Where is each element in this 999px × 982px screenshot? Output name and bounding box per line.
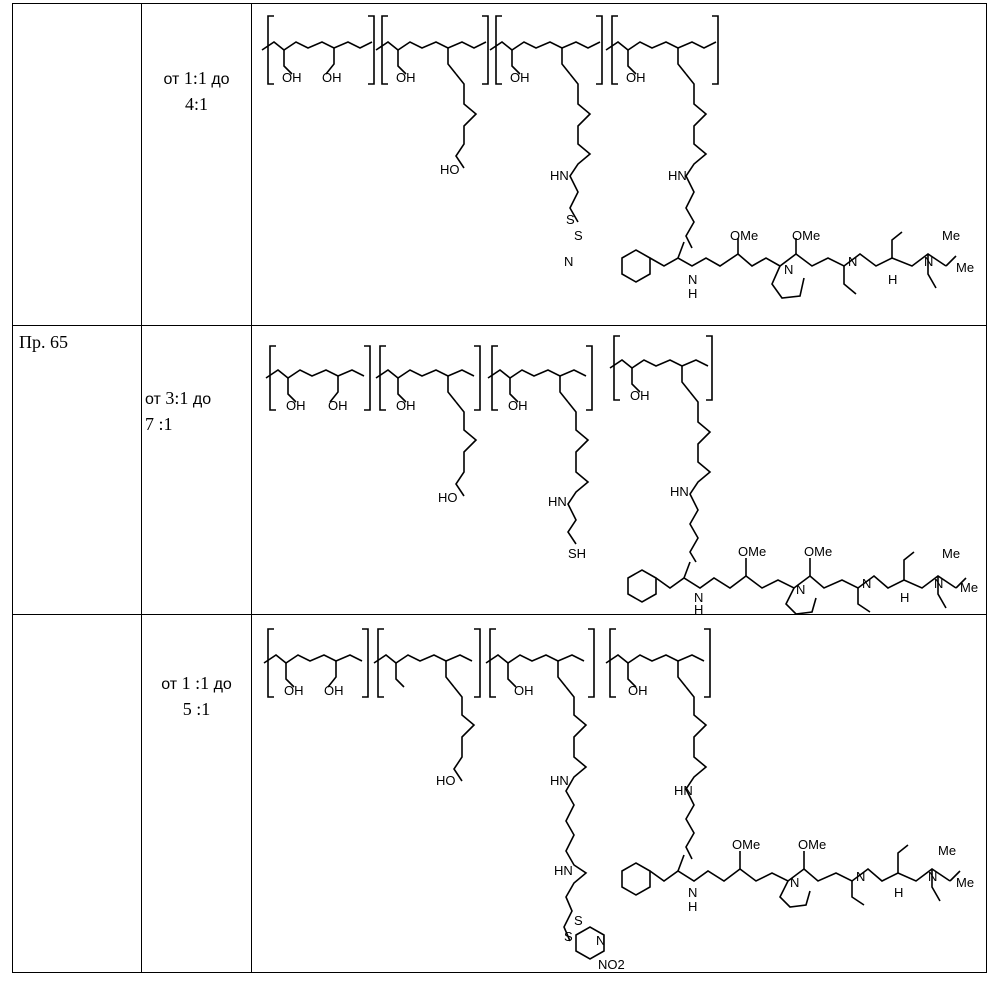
hydroxyl-label: OH — [396, 398, 416, 413]
methyl-label: Me — [942, 228, 960, 243]
example-cell — [13, 615, 142, 973]
ratio-prefix: от — [161, 676, 177, 693]
acid-label: HO — [438, 490, 458, 505]
n-methyl-label: N — [862, 576, 871, 591]
compound-table: от 1:1 до 4:1 — [12, 3, 987, 973]
hydroxyl-label: OH — [626, 70, 646, 85]
methyl-label: Me — [960, 580, 978, 595]
dimethylamino-n-label: N — [924, 254, 933, 269]
amide-n-label: N — [688, 272, 697, 287]
ratio-word: до — [214, 676, 232, 693]
sulfur-label: S — [564, 929, 573, 944]
hydroxyl-label: OH — [284, 683, 304, 698]
proline-n-label: N — [784, 262, 793, 277]
structure-cell: OH OH OH OH HO HN HN HN S S N NO2 OMe OM… — [252, 615, 987, 973]
side-chains — [456, 74, 706, 248]
amide-nh-label: HN — [550, 168, 569, 183]
hydroxyl-label: OH — [508, 398, 528, 413]
ratio-cell: от 3:1 до 7 :1 — [142, 326, 252, 615]
polymer-structure-1: OH OH OH OH OH HO HN HN S S N OMe OMe N … — [252, 4, 986, 325]
ratio-cell: от 1:1 до 4:1 — [142, 4, 252, 326]
example-cell — [13, 4, 142, 326]
proline-n-label: N — [790, 875, 799, 890]
amide-h-label: H — [688, 286, 697, 301]
table-row: от 1 :1 до 5 :1 — [13, 615, 987, 973]
amide-h-label: H — [894, 885, 903, 900]
methoxy-label: OMe — [738, 544, 766, 559]
table-row: Пр. 65 от 3:1 до 7 :1 — [13, 326, 987, 615]
sulfur-label: S — [574, 913, 583, 928]
hydroxyl-label: OH — [322, 70, 342, 85]
amide-n-label: N — [688, 885, 697, 900]
hydroxyl-label: OH — [514, 683, 534, 698]
example-label: Пр. 65 — [19, 332, 141, 353]
side-chains — [456, 392, 710, 562]
sulfur-label: S — [566, 212, 575, 227]
methyl-label: Me — [942, 546, 960, 561]
hydroxyl-label: OH — [630, 388, 650, 403]
n-methyl-label: N — [848, 254, 857, 269]
polymer-structure-2: OH OH OH OH OH HO HN HN SH OMe OMe N H N… — [252, 326, 986, 614]
methoxy-label: OMe — [798, 837, 826, 852]
hydroxyl-label: OH — [282, 70, 302, 85]
ratio-prefix: от — [145, 391, 161, 408]
methyl-label: Me — [938, 843, 956, 858]
methyl-label: Me — [956, 875, 974, 890]
amide-nh-label: HN — [554, 863, 573, 878]
ratio-to: 7 :1 — [142, 412, 251, 436]
methoxy-label: OMe — [730, 228, 758, 243]
hydroxyl-label: OH — [396, 70, 416, 85]
amide-h-label: H — [888, 272, 897, 287]
ratio-text: от 1 :1 до 5 :1 — [142, 671, 251, 721]
example-cell: Пр. 65 — [13, 326, 142, 615]
methoxy-label: OMe — [732, 837, 760, 852]
pyridine-n-label: N — [564, 254, 573, 269]
dimethylamino-n-label: N — [928, 869, 937, 884]
thiol-label: SH — [568, 546, 586, 561]
hydroxyl-label: OH — [286, 398, 306, 413]
methoxy-label: OMe — [804, 544, 832, 559]
amide-nh-label: HN — [668, 168, 687, 183]
amide-nh-label: HN — [550, 773, 569, 788]
polymer-structure-3: OH OH OH OH HO HN HN HN S S N NO2 OMe OM… — [252, 615, 986, 972]
hydroxyl-label: OH — [510, 70, 530, 85]
methyl-label: Me — [956, 260, 974, 275]
sulfur-label: S — [574, 228, 583, 243]
ratio-text: от 3:1 до 7 :1 — [142, 386, 251, 436]
acid-label: HO — [436, 773, 456, 788]
n-methyl-label: N — [856, 869, 865, 884]
table-row: от 1:1 до 4:1 — [13, 4, 987, 326]
ratio-cell: от 1 :1 до 5 :1 — [142, 615, 252, 973]
amide-h-label: H — [688, 899, 697, 914]
ratio-prefix: от — [163, 71, 179, 88]
ratio-from: 1 :1 — [182, 673, 210, 693]
ratio-from: 3:1 — [165, 388, 188, 408]
amide-nh-label: HN — [674, 783, 693, 798]
structure-cell: OH OH OH OH OH HO HN HN S S N OMe OMe N … — [252, 4, 987, 326]
nitro-label: NO2 — [598, 957, 625, 972]
hydroxyl-label: OH — [324, 683, 344, 698]
hydroxyl-label: OH — [628, 683, 648, 698]
amide-nh-label: HN — [670, 484, 689, 499]
methoxy-label: OMe — [792, 228, 820, 243]
ratio-text: от 1:1 до 4:1 — [142, 66, 251, 116]
ratio-word: до — [193, 391, 211, 408]
proline-n-label: N — [796, 582, 805, 597]
amide-h-label: H — [900, 590, 909, 605]
ratio-from: 1:1 — [184, 68, 207, 88]
hydroxyl-label: OH — [328, 398, 348, 413]
pyridine-n-label: N — [596, 933, 605, 948]
acid-label: HO — [440, 162, 460, 177]
amide-h-label: H — [694, 602, 703, 614]
ratio-to: 4:1 — [142, 92, 251, 116]
amide-nh-label: HN — [548, 494, 567, 509]
dimethylamino-n-label: N — [934, 576, 943, 591]
structure-cell: OH OH OH OH OH HO HN HN SH OMe OMe N H N… — [252, 326, 987, 615]
ratio-to: 5 :1 — [142, 697, 251, 721]
ratio-word: до — [211, 71, 229, 88]
